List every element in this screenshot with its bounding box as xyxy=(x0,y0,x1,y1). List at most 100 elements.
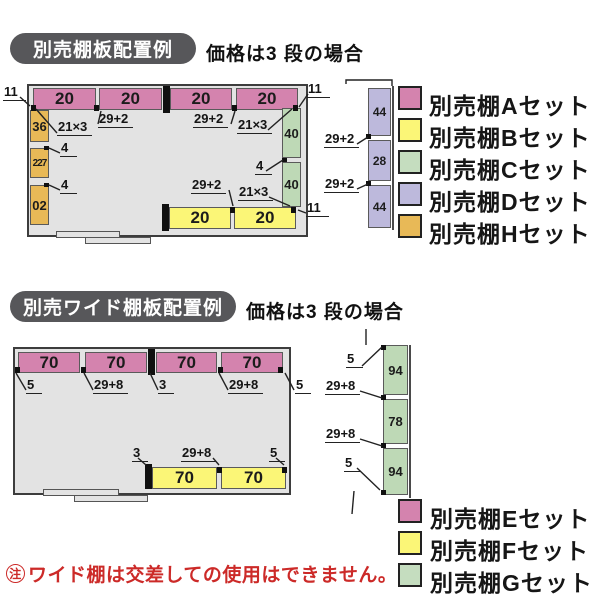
bracket-mark xyxy=(291,207,296,213)
legend-label-c: 別売棚Cセット xyxy=(429,157,591,183)
dim-label: 29+8 xyxy=(181,446,217,462)
legend-label-a: 別売棚Aセット xyxy=(429,93,591,119)
dim-label: 29+8 xyxy=(325,379,361,395)
shelf-c: 40 xyxy=(282,108,301,158)
bracket-mark xyxy=(282,158,287,162)
dim-label: 29+8 xyxy=(93,378,129,394)
shelf-c: 40 xyxy=(282,162,301,207)
wall-line xyxy=(409,345,411,498)
shelf-g: 94 xyxy=(383,345,408,395)
legend-swatch-e xyxy=(398,499,422,523)
legend-swatch-g xyxy=(398,563,422,587)
shelf-e: 70 xyxy=(156,352,217,373)
shelf-h: 02 xyxy=(30,185,49,225)
legend-label-e: 別売棚Eセット xyxy=(430,506,591,532)
dim-label: 4 xyxy=(60,141,78,157)
shelf-e: 70 xyxy=(85,352,147,373)
legend-swatch-d xyxy=(398,182,422,206)
note-circle-icon: 注 xyxy=(6,564,25,583)
dim-label: 29+2 xyxy=(324,132,360,148)
bracket-mark xyxy=(163,86,170,113)
bracket-mark xyxy=(381,443,386,448)
legend-swatch-h xyxy=(398,214,422,238)
bracket-mark xyxy=(145,464,152,489)
bracket-mark xyxy=(282,467,287,473)
bracket-mark xyxy=(162,204,169,231)
bracket-mark xyxy=(148,349,155,375)
door-panel xyxy=(85,237,151,244)
section2-price-note: 価格は3 段の場合 xyxy=(246,302,404,323)
bracket-mark xyxy=(366,181,371,186)
dim-label: 11 xyxy=(307,82,330,98)
bracket-mark xyxy=(81,367,86,373)
bracket-mark xyxy=(44,183,49,187)
shelf-b: 20 xyxy=(234,207,296,229)
floor-plan-2: 70 70 70 70 70 70 xyxy=(13,347,291,495)
dim-label: 21×3 xyxy=(237,118,273,134)
dim-label: 5 xyxy=(269,446,286,462)
dim-label: 4 xyxy=(60,178,78,194)
dim-label: 5 xyxy=(26,378,43,394)
shelf-e: 70 xyxy=(18,352,80,373)
legend-swatch-c xyxy=(398,150,422,174)
door-panel xyxy=(74,495,148,502)
legend-swatch-f xyxy=(398,531,422,555)
bracket-mark xyxy=(15,367,20,373)
shelf-g: 78 xyxy=(383,399,408,444)
bracket-mark xyxy=(44,146,49,150)
wall-line xyxy=(392,86,394,230)
dim-label: 5 xyxy=(344,456,362,472)
shelf-d: 28 xyxy=(368,140,391,181)
shelf-a: 20 xyxy=(236,88,298,110)
dim-label: 29+2 xyxy=(191,178,227,194)
bracket-mark xyxy=(381,490,386,495)
dim-label: 29+2 xyxy=(324,177,360,193)
shelf-e: 70 xyxy=(221,352,283,373)
bracket-mark xyxy=(94,105,99,111)
dim-label: 11 xyxy=(306,201,329,217)
legend-swatch-a xyxy=(398,86,422,110)
bracket-mark xyxy=(217,467,222,473)
floor-plan-1: 20 20 20 20 36 227 02 40 40 20 20 xyxy=(27,84,308,237)
bracket-mark xyxy=(218,367,223,373)
warning-note-text: ワイド棚は交差しての使用はできません。 xyxy=(28,565,398,586)
legend-label-f: 別売棚Fセット xyxy=(430,538,590,564)
shelf-b: 20 xyxy=(169,207,231,229)
dim-label: 21×3 xyxy=(238,185,274,201)
shelf-g: 94 xyxy=(383,448,408,495)
shelf-a: 20 xyxy=(33,88,96,110)
bracket-mark xyxy=(31,105,36,111)
dim-label: 5 xyxy=(346,352,364,368)
dim-label: 3 xyxy=(132,446,149,462)
dim-label: 4 xyxy=(255,159,273,175)
shelf-f: 70 xyxy=(221,467,286,489)
dim-label: 29+8 xyxy=(228,378,264,394)
shelf-a: 20 xyxy=(99,88,162,110)
bracket-mark xyxy=(278,367,283,373)
shelf-f: 70 xyxy=(152,467,217,489)
bracket-mark xyxy=(381,345,386,350)
shelf-d: 44 xyxy=(368,88,391,136)
dim-label: 3 xyxy=(158,378,175,394)
legend-label-b: 別売棚Bセット xyxy=(429,125,591,151)
shelf-d: 44 xyxy=(368,185,391,228)
shelf-a: 20 xyxy=(170,88,232,110)
bracket-mark xyxy=(293,105,298,111)
bracket-mark xyxy=(232,105,237,111)
dim-label: 29+2 xyxy=(193,112,229,128)
dim-label: 29+8 xyxy=(325,427,361,443)
legend-swatch-b xyxy=(398,118,422,142)
bracket-mark xyxy=(366,134,371,139)
dim-label: 5 xyxy=(295,378,312,394)
warning-note: 注 ワイド棚は交差しての使用はできません。 xyxy=(6,560,397,587)
bracket-mark xyxy=(230,207,235,213)
shelf-h: 227 xyxy=(30,148,49,178)
dim-label: 21×3 xyxy=(57,120,93,136)
section1-price-note: 価格は3 段の場合 xyxy=(206,44,364,65)
section1-badge: 別売棚板配置例 xyxy=(10,33,196,64)
dim-label: 29+2 xyxy=(98,112,134,128)
bracket-mark xyxy=(381,395,386,400)
legend-label-h: 別売棚Hセット xyxy=(429,221,591,247)
legend-label-d: 別売棚Dセット xyxy=(429,189,591,215)
